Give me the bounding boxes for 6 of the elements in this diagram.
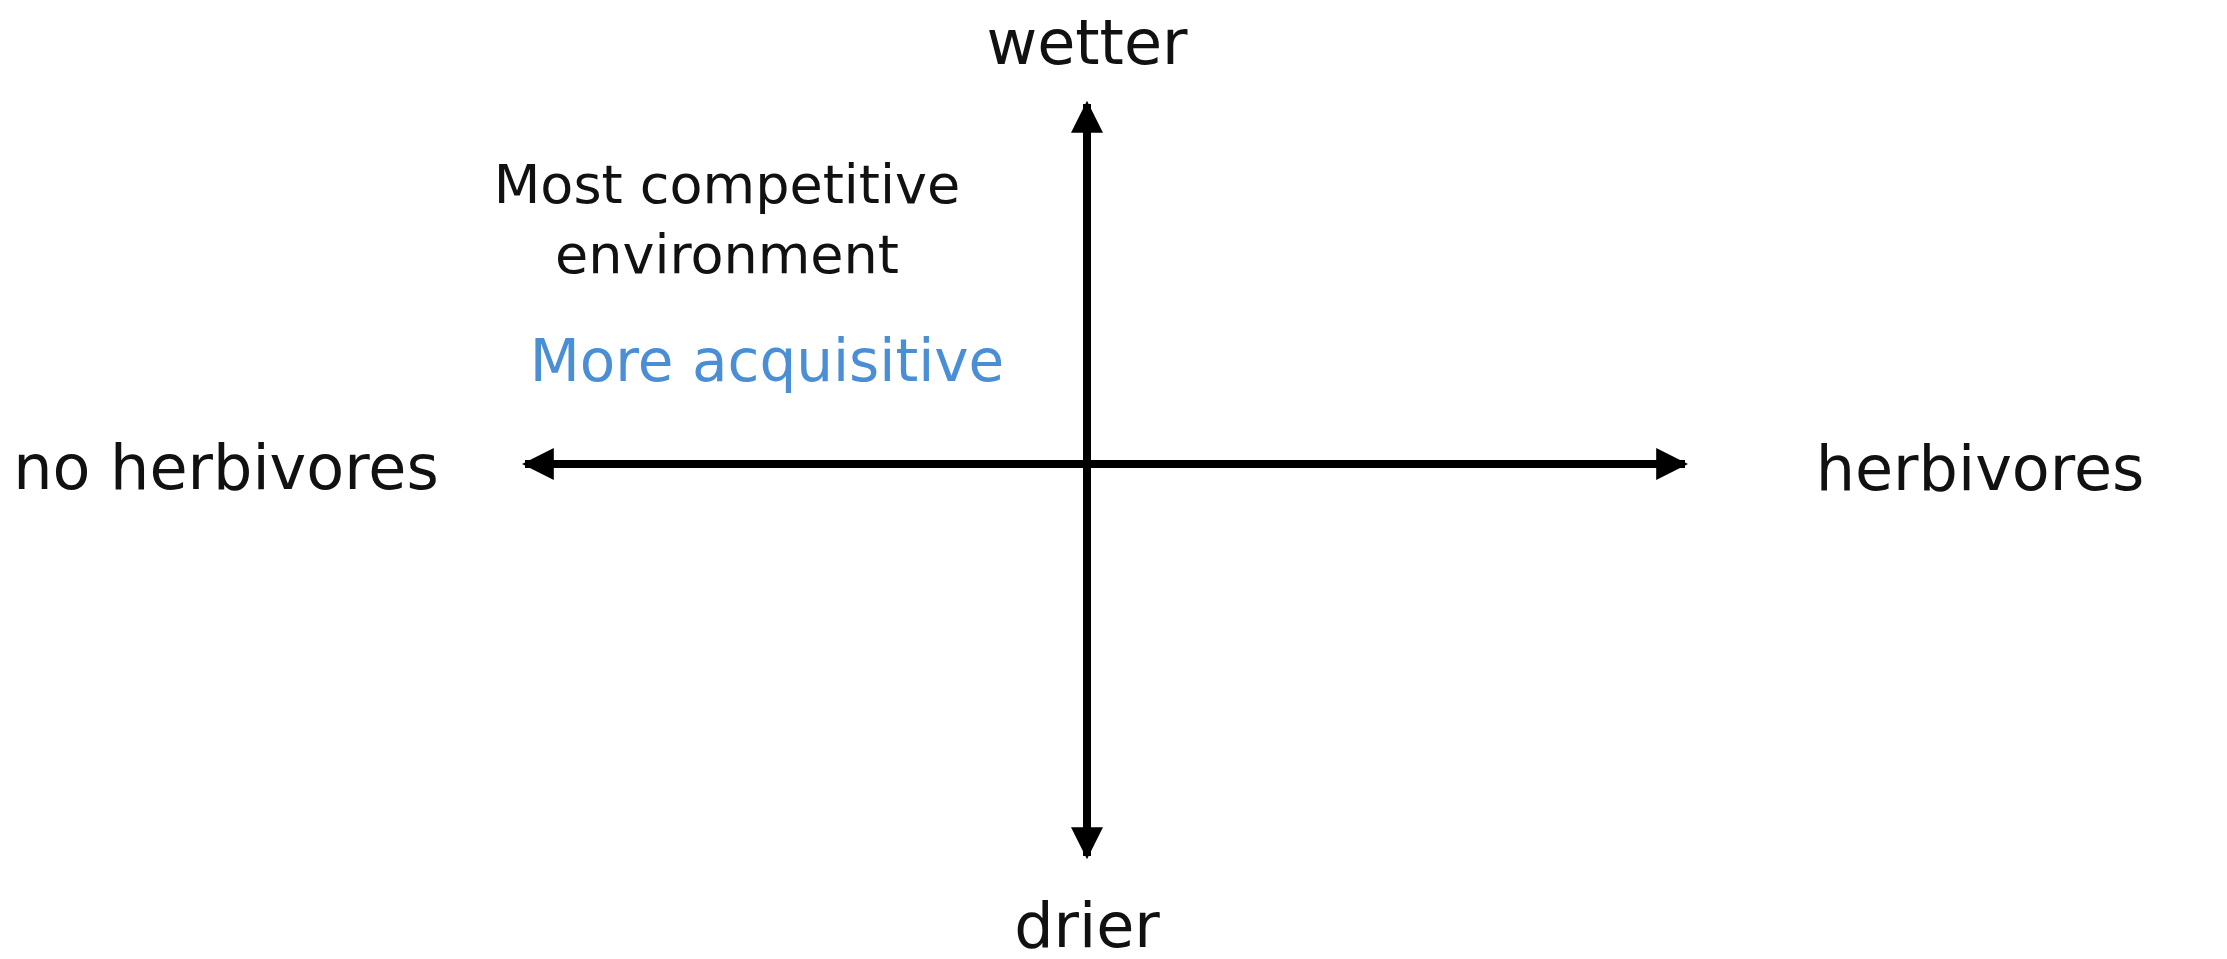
annotation-text: Most competitive environment	[492, 151, 962, 288]
axis-label: wetter	[986, 4, 1188, 81]
axis-label: no herbivores	[13, 429, 439, 506]
annotation-text: More acquisitive	[529, 326, 1005, 398]
axis-label: herbivores	[1815, 430, 2145, 507]
axis-label: drier	[1014, 887, 1160, 959]
